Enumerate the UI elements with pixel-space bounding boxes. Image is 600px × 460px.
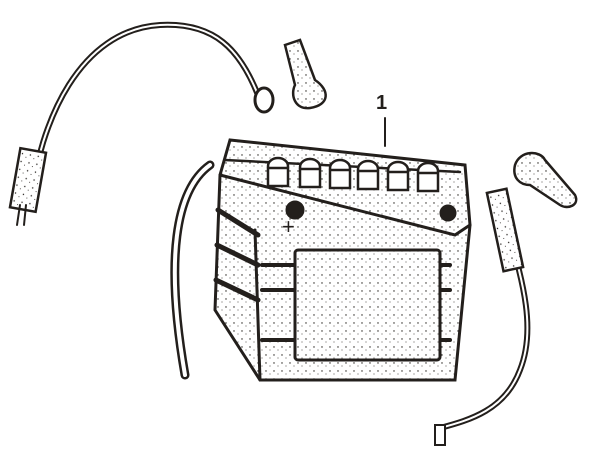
battery: [213, 138, 472, 382]
positive-terminal-label: +: [282, 214, 295, 239]
terminal-cap-right: [513, 151, 578, 209]
part-number-callout: 1: [376, 92, 388, 114]
terminal-cap-left: [283, 38, 327, 110]
